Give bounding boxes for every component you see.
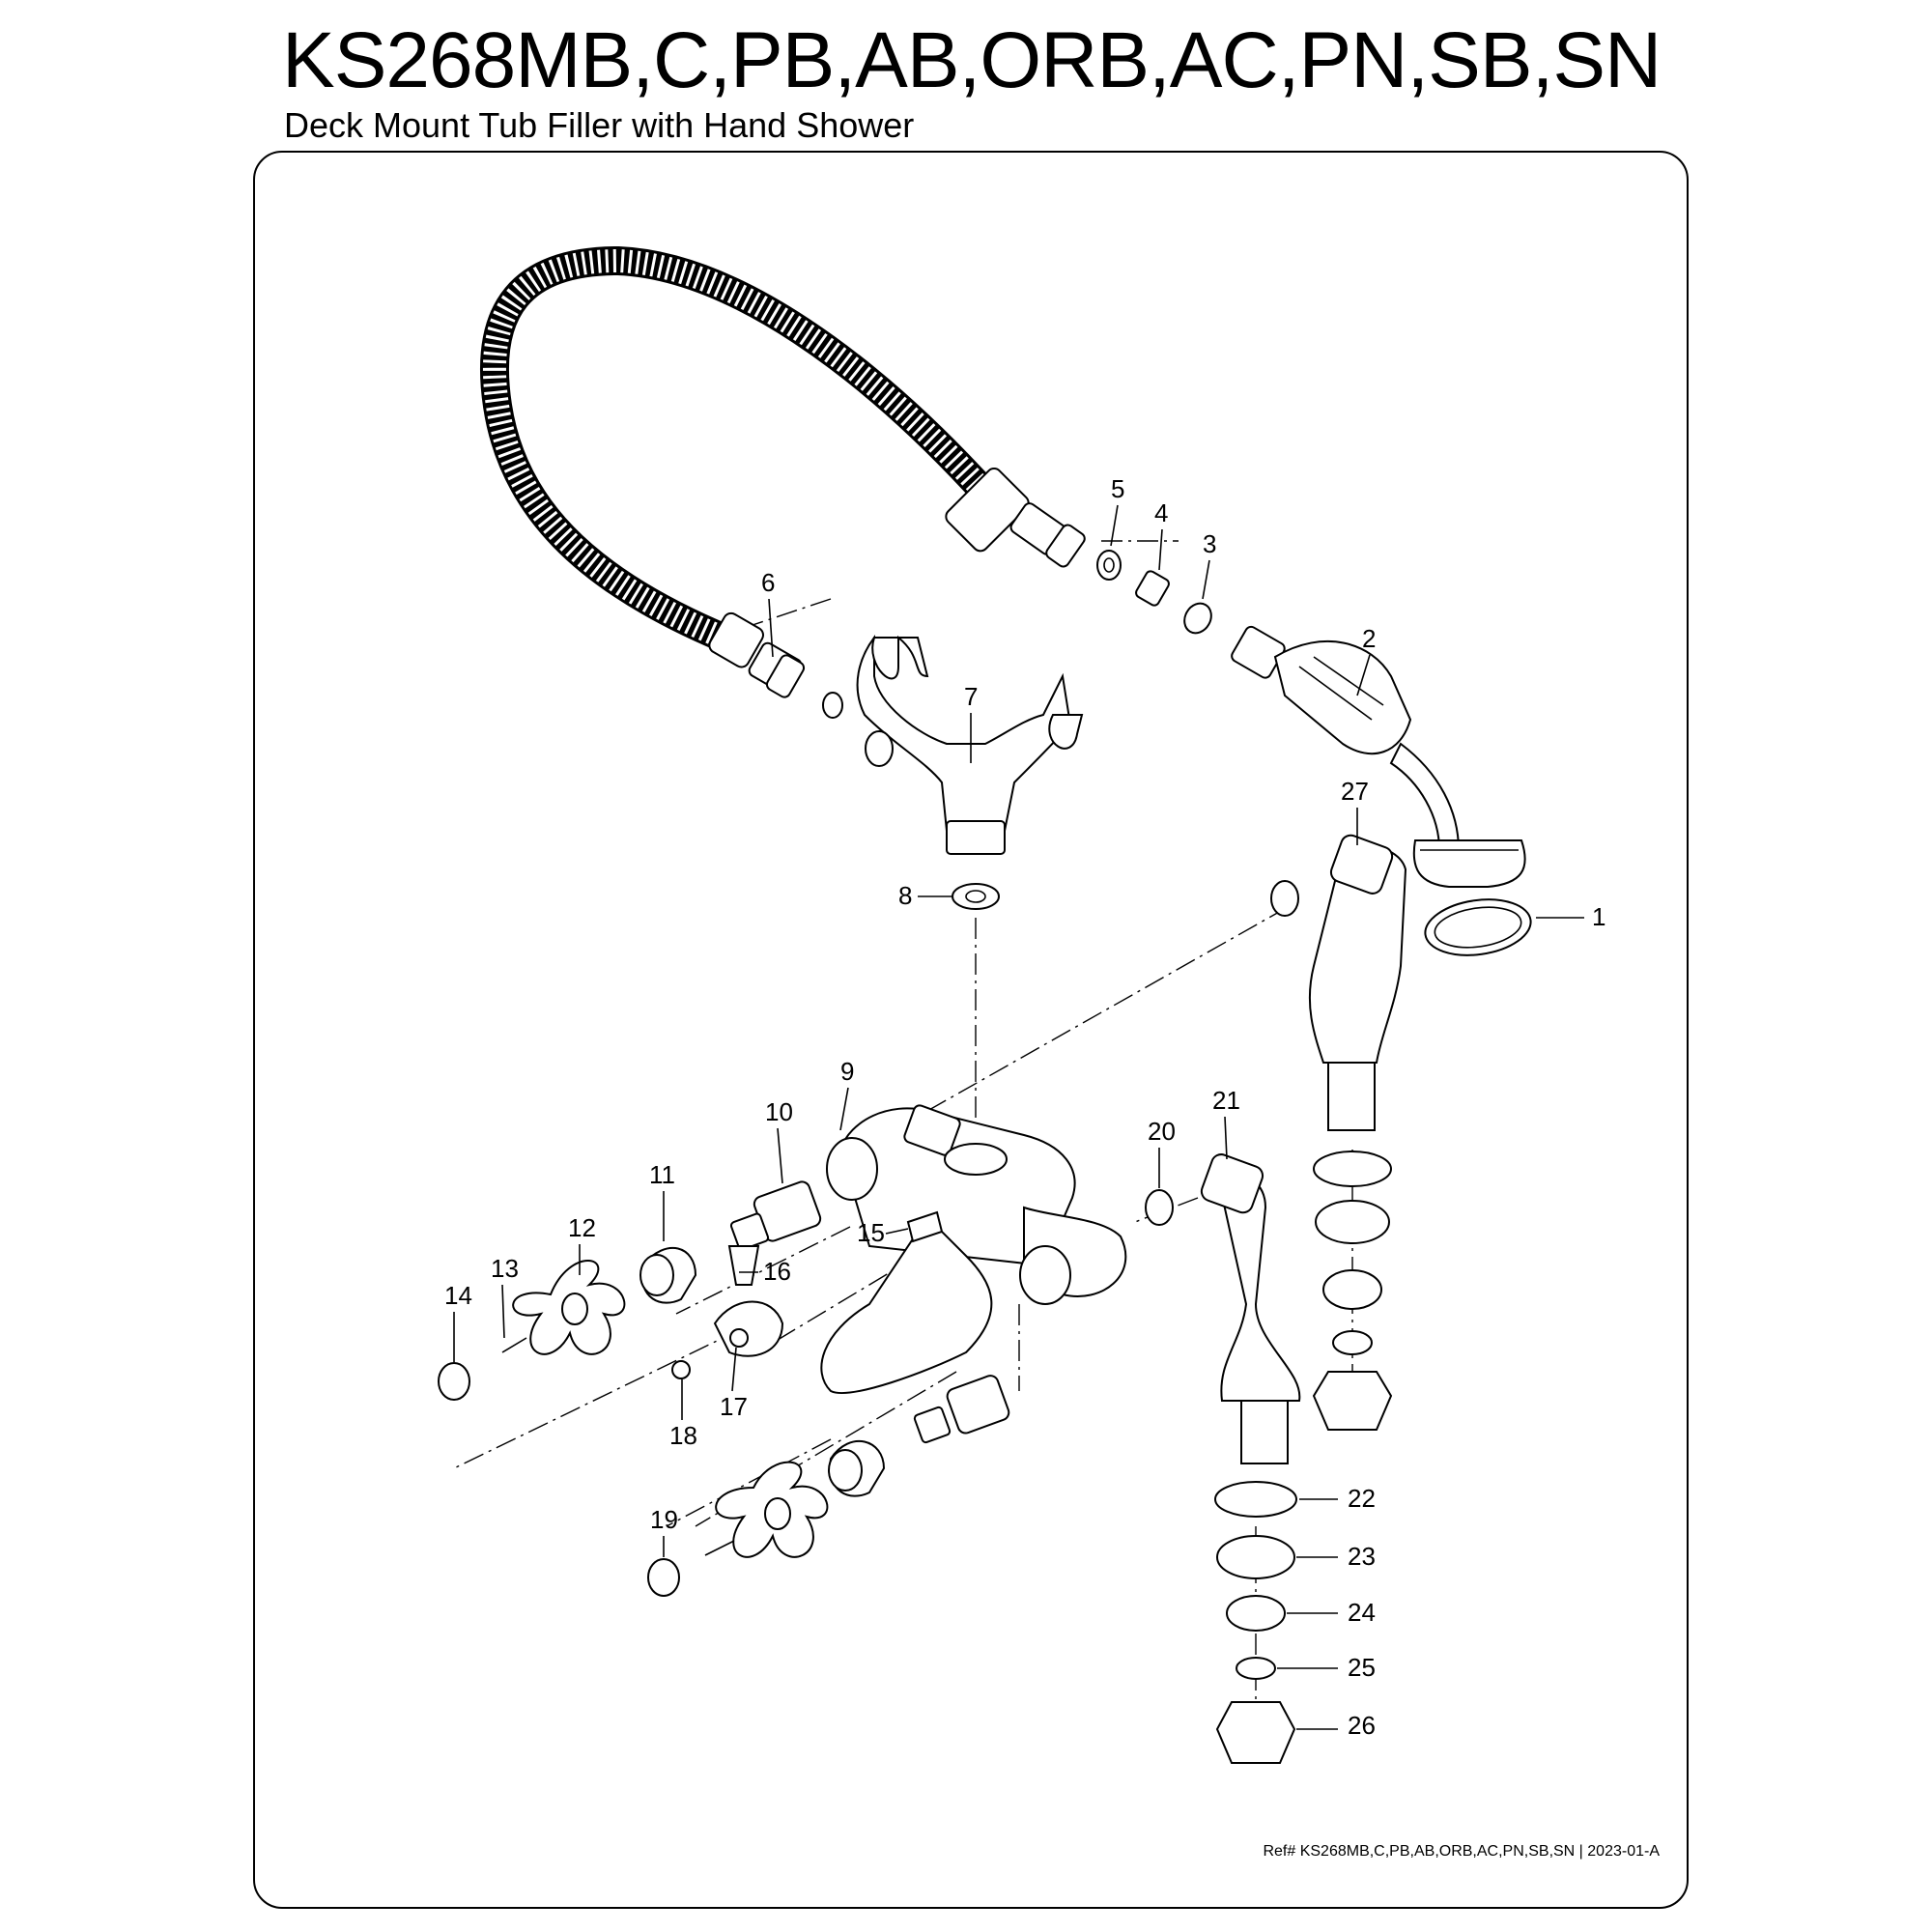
callout-4: 4 — [1154, 498, 1168, 527]
callout-9: 9 — [840, 1057, 854, 1086]
callout-25: 25 — [1348, 1653, 1376, 1682]
hand-shower — [1231, 625, 1526, 888]
lower-handle-assembly — [647, 1375, 1010, 1597]
callout-24: 24 — [1348, 1598, 1376, 1627]
callout-3: 3 — [1203, 529, 1216, 558]
small-parts-hose-end — [1096, 550, 1212, 635]
callout-12: 12 — [568, 1213, 596, 1242]
diagram-subtitle: Deck Mount Tub Filler with Hand Shower — [284, 105, 915, 145]
drawing-frame — [253, 151, 1689, 1909]
callout-8: 8 — [898, 881, 912, 910]
leg-27 — [1270, 834, 1407, 1431]
callout-1: 1 — [1592, 902, 1605, 931]
spout-21 — [1145, 1153, 1301, 1764]
diagram-title: KS268MB,C,PB,AB,ORB,AC,PN,SB,SN — [282, 16, 1662, 104]
faucet-body — [820, 1104, 1127, 1394]
callout-22: 22 — [1348, 1484, 1376, 1513]
callout-6: 6 — [761, 568, 775, 597]
callout-27: 27 — [1341, 777, 1369, 806]
callout-5: 5 — [1111, 474, 1124, 503]
callout-10: 10 — [765, 1097, 793, 1126]
callout-13: 13 — [491, 1254, 519, 1283]
reference-footer: Ref# KS268MB,C,PB,AB,ORB,AC,PN,SB,SN | 2… — [1263, 1843, 1660, 1860]
washer-8 — [952, 883, 1000, 910]
callout-19: 19 — [650, 1505, 678, 1534]
callout-2: 2 — [1362, 624, 1376, 653]
hose — [479, 245, 1086, 698]
callout-15: 15 — [857, 1218, 885, 1247]
callout-21: 21 — [1212, 1086, 1240, 1115]
callout-17: 17 — [720, 1392, 748, 1421]
callout-18: 18 — [669, 1421, 697, 1450]
callout-11: 11 — [649, 1160, 675, 1189]
upper-handle-assembly — [438, 1180, 822, 1401]
callout-14: 14 — [444, 1281, 472, 1310]
callout-7: 7 — [964, 682, 978, 711]
callout-26: 26 — [1348, 1711, 1376, 1740]
callout-23: 23 — [1348, 1542, 1376, 1571]
part-callouts: 1 2 3 4 5 6 7 8 9 10 11 12 13 14 15 16 1… — [444, 474, 1605, 1740]
diverter-assembly — [671, 1210, 944, 1379]
callout-16: 16 — [763, 1257, 791, 1286]
o-ring — [1424, 898, 1532, 956]
callout-20: 20 — [1148, 1117, 1176, 1146]
washer-6 — [822, 692, 843, 719]
hand-shower-cradle — [856, 634, 1084, 855]
